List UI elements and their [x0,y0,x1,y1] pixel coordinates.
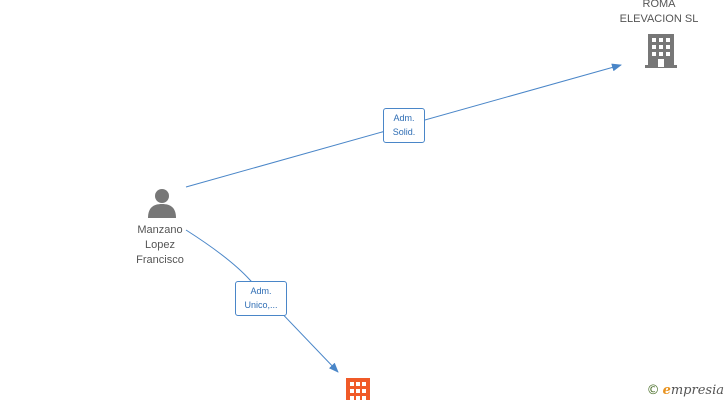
person-name[interactable]: Manzano Lopez Francisco [115,223,205,268]
edge-label-adm-unico[interactable]: Adm. Unico,... [235,281,287,316]
edge-label-line-1: Adm. [393,113,415,123]
building-icon[interactable] [345,378,371,400]
building-icon[interactable] [645,34,677,68]
edge-label-line-2: Solid. [392,127,416,137]
copyright-icon: © [646,383,660,398]
edge-label-line-1: Adm. [250,286,272,296]
empresia-watermark: ©empresia [647,383,724,398]
brand-name: mpresia [670,383,724,398]
company-top-name-line-1: ROMA [642,0,676,10]
edge-label-line-2: Unico,... [244,300,278,310]
company-top-name-line-2: ELEVACION SL [619,13,699,25]
edge-label-adm-solid[interactable]: Adm. Solid. [383,108,425,143]
person-name-line-3: Francisco [136,254,184,266]
edge-person-to-company [185,229,339,373]
brand-initial: e [662,383,671,398]
person-name-line-1: Manzano [137,224,183,236]
person-name-line-2: Lopez [145,239,175,251]
person-icon[interactable] [147,188,177,218]
company-top-name[interactable]: ROMA ELEVACION SL [600,0,718,27]
